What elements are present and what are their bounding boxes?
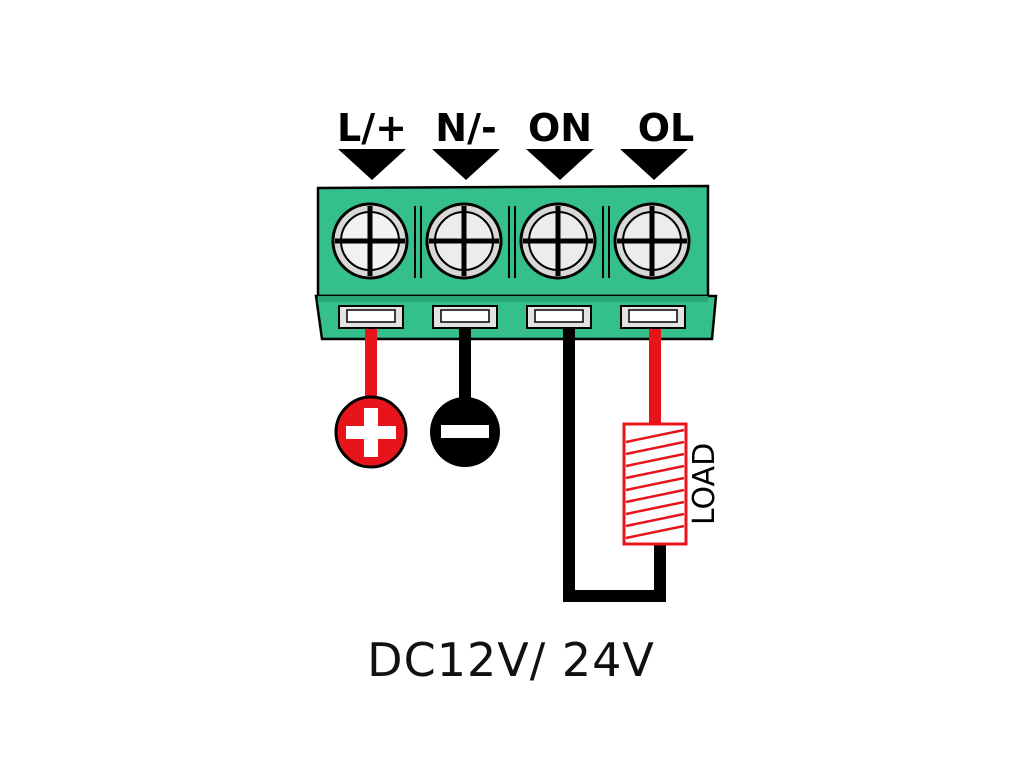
- supply-voltage-label: DC12V/ 24V: [367, 633, 655, 687]
- load-coil: [622, 422, 688, 546]
- phillips-screw-icon: [519, 202, 597, 280]
- load-label: LOAD: [687, 443, 722, 525]
- plus-circle-icon: [334, 395, 408, 469]
- terminal-label-on: ON: [528, 106, 592, 150]
- down-triangle-icon: [526, 149, 594, 180]
- phillips-screw-icon: [425, 202, 503, 280]
- wires: [365, 329, 666, 602]
- phillips-screw-icon: [613, 202, 691, 280]
- phillips-screw-icon: [331, 202, 409, 280]
- on-wire: [563, 329, 666, 602]
- terminal-dividers: [414, 206, 610, 278]
- wire-slots: [338, 305, 686, 329]
- down-triangle-icon: [432, 149, 500, 180]
- down-triangle-icon: [620, 149, 688, 180]
- minus-circle-icon: [430, 397, 500, 467]
- terminal-label-n: N/-: [435, 106, 496, 150]
- terminal-label-l: L/+: [337, 106, 407, 150]
- down-triangle-icon: [338, 149, 406, 180]
- terminal-label-ol: OL: [638, 106, 695, 150]
